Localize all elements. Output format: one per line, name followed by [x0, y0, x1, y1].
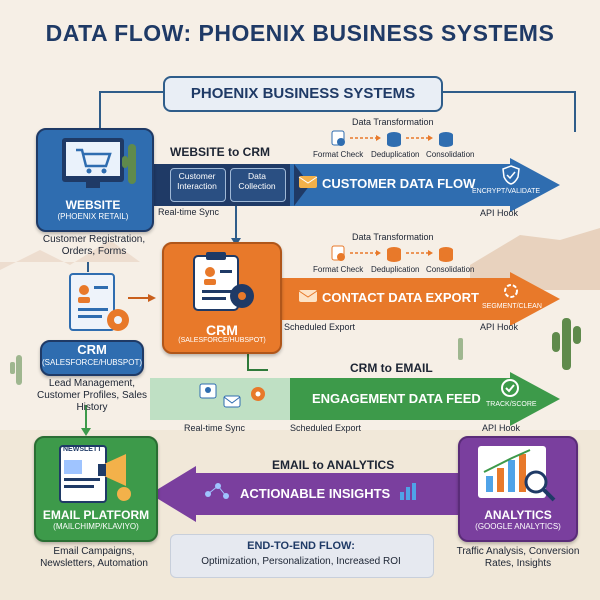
flow2-badge: SEGMENT/CLEAN	[482, 303, 542, 310]
flow1-badge: ENCRYPT/VALIDATE	[472, 188, 541, 195]
flow2-arrow	[270, 272, 560, 326]
summary-text: Optimization, Personalization, Increased…	[201, 556, 401, 567]
flow1-heading: WEBSITE to CRM	[170, 145, 270, 159]
flow1-step-2: Deduplication	[371, 150, 420, 159]
deduplication-icon	[387, 132, 401, 147]
page-title: DATA FLOW: PHOENIX BUSINESS SYSTEMS	[45, 20, 555, 46]
flow2-transform-icons	[331, 245, 453, 262]
bar-chart-icon	[400, 483, 416, 500]
format-check-icon	[331, 130, 345, 146]
flow3-mini-icons	[199, 383, 265, 408]
format-check-icon	[331, 245, 345, 261]
flow1-transform-title: Data Transformation	[352, 117, 434, 127]
crm-document-icon	[69, 273, 129, 331]
flow1-transform-icons	[331, 130, 453, 147]
mail-icon	[298, 176, 318, 188]
flow1-left-note: Real-time Sync	[158, 207, 220, 217]
summary-heading: END-TO-END FLOW:	[247, 540, 355, 552]
flow1-sub-2: Data Collection	[238, 171, 276, 191]
website-name: WEBSITE	[65, 198, 121, 212]
crm-doc-sub: (SALESFORCE/HUBSPOT)	[41, 358, 142, 367]
summary-box	[170, 534, 434, 578]
flow1-sub-1: Customer Interaction	[177, 171, 217, 191]
website-desc: Customer Registration, Orders, Forms	[42, 234, 146, 257]
consolidation-icon	[439, 247, 453, 262]
flow2-arrow-label: CONTACT DATA EXPORT	[322, 290, 479, 305]
flow3-heading: CRM to EMAIL	[350, 361, 433, 375]
website-sub: (PHOENIX RETAIL)	[57, 212, 129, 221]
flow3-mid-note: Scheduled Export	[290, 423, 362, 433]
gear-icon	[230, 284, 254, 308]
flow2-step-1: Format Check	[313, 265, 364, 274]
flow2-step-2: Deduplication	[371, 265, 420, 274]
email-badge-text: NEWSLETT	[63, 446, 102, 453]
flow1-sub-box-2	[230, 168, 286, 202]
flow2-right-note: API Hook	[480, 322, 519, 332]
megaphone-icon	[98, 454, 126, 486]
crm-doc-desc: Lead Management, Customer Profiles, Sale…	[36, 378, 148, 413]
consolidation-icon	[439, 132, 453, 147]
flow4-heading: EMAIL to ANALYTICS	[272, 458, 395, 472]
shopping-cart-icon	[62, 138, 136, 188]
flow1-step-3: Consolidation	[426, 150, 475, 159]
check-circle-icon	[501, 379, 519, 397]
flow1-sub-box-1	[170, 168, 226, 202]
crm-hub-name: CRM	[206, 322, 238, 338]
crm-doc-name: CRM	[77, 342, 107, 357]
flow1-right-note: API Hook	[480, 208, 519, 218]
refresh-icon	[504, 284, 518, 298]
email-sub: (MAILCHIMP/KLAVIYO)	[53, 522, 139, 531]
mail-icon	[223, 395, 241, 408]
analytics-sub: (GOOGLE ANALYTICS)	[475, 522, 561, 531]
system-banner: PHOENIX BUSINESS SYSTEMS	[163, 76, 443, 112]
flow1-arrow-label: CUSTOMER DATA FLOW	[322, 176, 476, 191]
mail-icon	[298, 290, 318, 302]
flow3-left-note: Real-time Sync	[184, 423, 246, 433]
profile-icon	[199, 383, 217, 399]
email-desc: Email Campaigns, Newsletters, Automation	[40, 546, 148, 569]
gear-icon	[107, 309, 129, 331]
deduplication-icon	[387, 247, 401, 262]
analytics-desc: Traffic Analysis, Conversion Rates, Insi…	[456, 546, 580, 569]
flow1-step-1: Format Check	[313, 150, 364, 159]
flow4-arrow-label: ACTIONABLE INSIGHTS	[240, 486, 391, 501]
magnifier-icon	[524, 470, 556, 502]
flow3-badge: TRACK/SCORE	[486, 401, 537, 408]
network-icon	[205, 483, 229, 499]
flow3-right-note: API Hook	[482, 423, 521, 433]
crm-doc-card[interactable]	[40, 340, 144, 376]
analytics-name: ANALYTICS	[484, 508, 552, 522]
analytics-chart-icon	[478, 446, 556, 502]
gear-icon	[251, 387, 265, 401]
flow2-transform-title: Data Transformation	[352, 232, 434, 242]
flow4-arrow	[150, 466, 470, 522]
flow3-arrow-label: ENGAGEMENT DATA FEED	[312, 391, 481, 406]
email-name: EMAIL PLATFORM	[42, 508, 150, 522]
flow2-step-3: Consolidation	[426, 265, 475, 274]
clipboard-icon	[193, 252, 254, 311]
crm-hub-sub: (SALESFORCE/HUBSPOT)	[178, 337, 266, 344]
newsletter-icon	[59, 445, 131, 503]
cactus-icon	[552, 318, 581, 370]
shield-icon	[502, 165, 520, 185]
flow2-left-note: Scheduled Export	[284, 322, 356, 332]
